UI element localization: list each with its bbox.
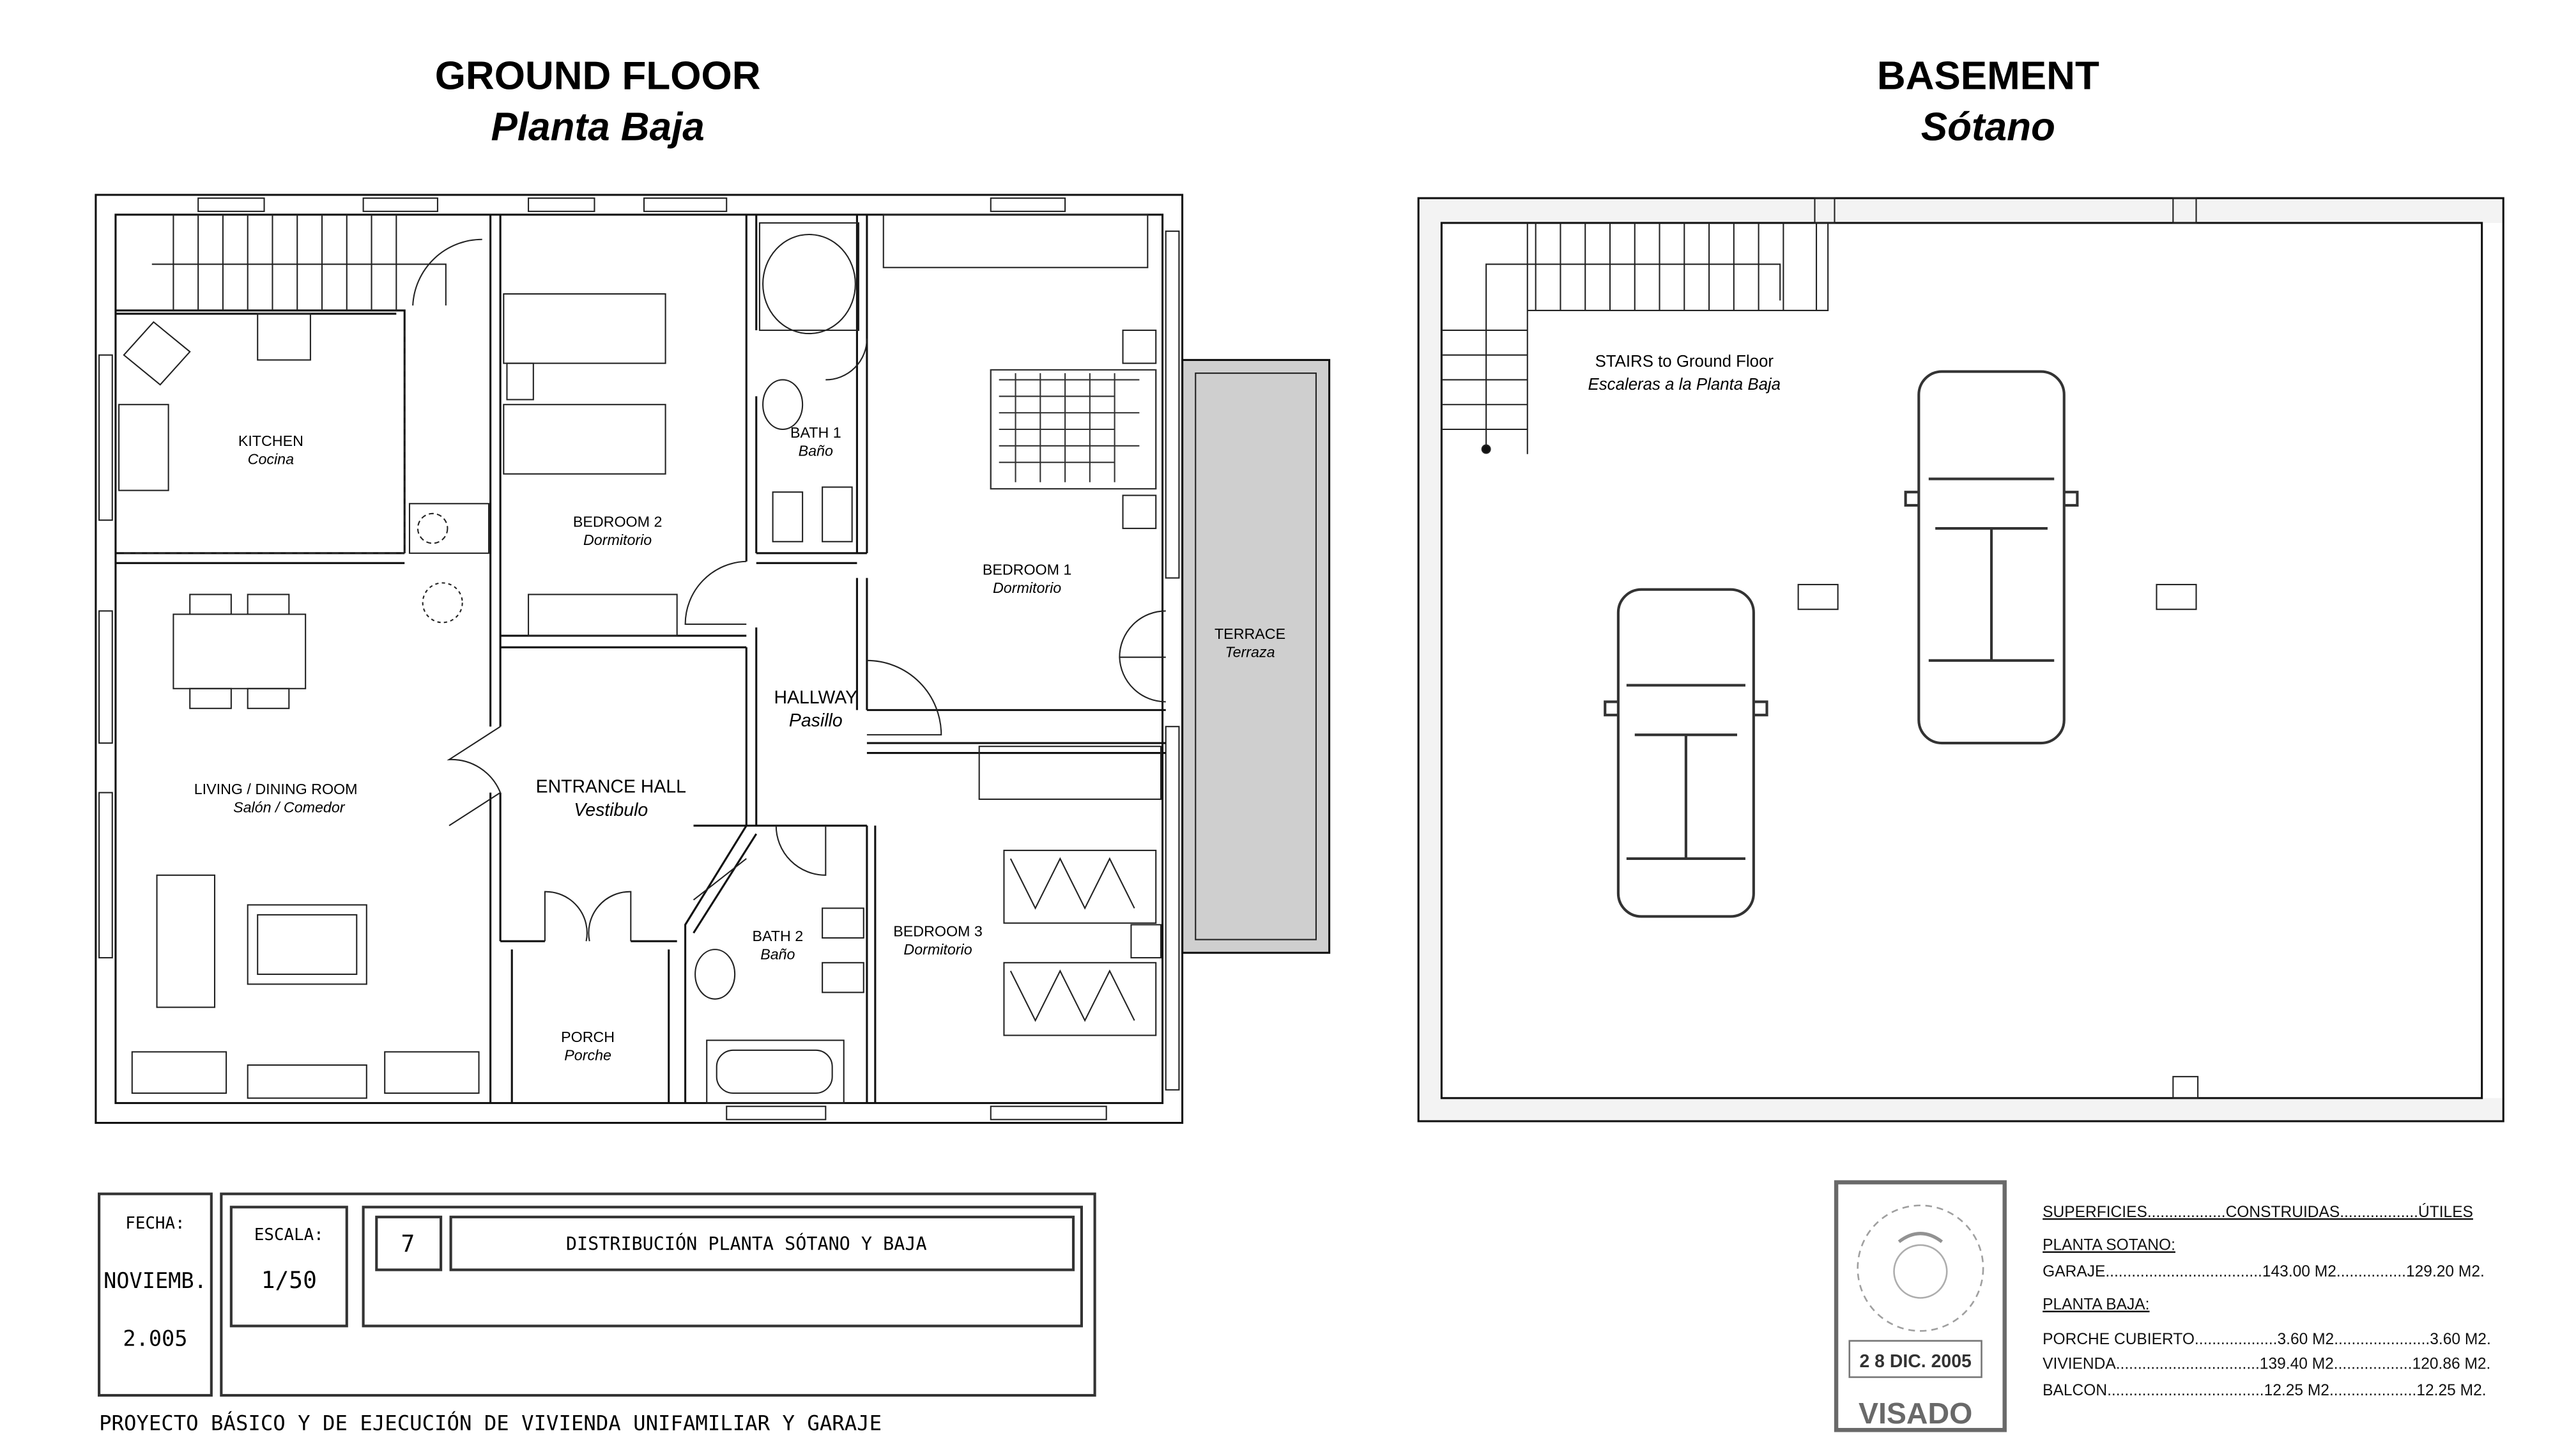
project-title: PROYECTO BÁSICO Y DE EJECUCIÓN DE VIVIEN… [99, 1410, 882, 1435]
areas-table: SUPERFICIES..................CONSTRUIDAS… [2043, 1204, 2491, 1399]
area-useful: 120.86 M2. [2412, 1356, 2491, 1373]
basement-stairs-icon [1441, 222, 1829, 454]
section-ground: PLANTA BAJA: [2043, 1296, 2149, 1314]
area-row-balcon: BALCON..................................… [2043, 1382, 2486, 1399]
date-year: 2.005 [123, 1326, 187, 1351]
columns [1797, 197, 2199, 1099]
stairs-icon [151, 214, 482, 310]
basement-title: BASEMENT [1877, 54, 2099, 98]
ground-floor-plan: KITCHEN Cocina BEDROOM 2 Dormitorio BATH… [95, 194, 1331, 1124]
car-icon [1904, 370, 2079, 745]
area-row-vivienda: VIVIENDA................................… [2043, 1356, 2490, 1373]
basement-plan: STAIRS to Ground Floor Escaleras a la Pl… [1417, 197, 2504, 1123]
area-sep: ...................... [2334, 1331, 2430, 1348]
area-built: 3.60 M2 [2278, 1331, 2334, 1348]
area-useful: 3.60 M2. [2430, 1331, 2491, 1348]
date-month: NOVIEMB. [103, 1268, 207, 1293]
room-label-entrance-hall: ENTRANCE HALL [536, 777, 686, 797]
interior-walls [115, 214, 1166, 1103]
area-label: PORCHE CUBIERTO................... [2043, 1331, 2277, 1348]
room-label-bedroom-1-es: Dormitorio [993, 579, 1061, 596]
ground-floor-subtitle: Planta Baja [491, 105, 704, 150]
room-label-bedroom-3: BEDROOM 3 [893, 923, 983, 939]
furniture [118, 213, 1162, 1104]
title-block: FECHA: NOVIEMB. 2.005 ESCALA: 1/50 7 DIS… [98, 1192, 1096, 1435]
terrace-area [1181, 358, 1331, 954]
room-label-hallway-es: Pasillo [789, 710, 843, 731]
room-label-bedroom-2-es: Dormitorio [583, 532, 652, 548]
area-label: GARAJE..................................… [2043, 1263, 2262, 1280]
sheet-number: 7 [401, 1230, 415, 1257]
area-sep: .................... [2329, 1382, 2416, 1399]
stamp-visado: VISADO [1859, 1397, 1972, 1430]
area-sep: .................. [2334, 1356, 2412, 1373]
date-label: FECHA: [125, 1214, 185, 1233]
room-label-porch: PORCH [561, 1029, 615, 1045]
room-labels: KITCHEN Cocina BEDROOM 2 Dormitorio BATH… [194, 424, 1285, 1063]
stairs-label: STAIRS to Ground Floor [1595, 353, 1774, 371]
room-label-entrance-hall-es: Vestibulo [574, 800, 648, 820]
room-label-living: LIVING / DINING ROOM [194, 781, 358, 797]
sheet-title: DISTRIBUCIÓN PLANTA SÓTANO Y BAJA [566, 1233, 927, 1255]
stamp-date: 2 8 DIC. 2005 [1859, 1351, 1972, 1372]
room-label-terrace-es: Terraza [1225, 644, 1275, 661]
area-built: 12.25 M2 [2264, 1382, 2329, 1399]
car-icon [1604, 588, 1768, 918]
exterior-wall-outer [95, 194, 1184, 1124]
area-label: BALCON..................................… [2043, 1382, 2264, 1399]
room-label-living-es: Salón / Comedor [233, 799, 346, 816]
section-basement: PLANTA SOTANO: [2043, 1237, 2175, 1254]
room-label-bedroom-1: BEDROOM 1 [983, 561, 1072, 578]
area-sep: ................ [2336, 1263, 2406, 1280]
scale-label: ESCALA: [254, 1225, 324, 1245]
doors [447, 338, 1166, 942]
area-useful: 129.20 M2. [2406, 1263, 2485, 1280]
areas-header: SUPERFICIES..................CONSTRUIDAS… [2043, 1204, 2473, 1221]
area-row-porche: PORCHE CUBIERTO...................3.60 M… [2043, 1331, 2491, 1348]
scale-value: 1/50 [261, 1266, 317, 1294]
area-label: VIVIENDA................................… [2043, 1356, 2260, 1373]
area-built: 139.40 M2 [2260, 1356, 2334, 1373]
room-label-bedroom-2: BEDROOM 2 [573, 513, 663, 530]
room-label-kitchen-es: Cocina [248, 450, 294, 467]
room-label-terrace: TERRACE [1215, 625, 1285, 642]
area-built: 143.00 M2 [2262, 1263, 2336, 1280]
exterior-wall-inner [114, 213, 1164, 1105]
area-useful: 12.25 M2. [2416, 1382, 2486, 1399]
basement-subtitle: Sótano [1921, 105, 2055, 150]
room-label-bedroom-3-es: Dormitorio [903, 941, 972, 958]
ground-floor-title: GROUND FLOOR [435, 54, 761, 98]
stairs-label-es: Escaleras a la Planta Baja [1588, 376, 1781, 394]
windows [98, 197, 1180, 1121]
room-label-bath-1: BATH 1 [790, 424, 841, 441]
room-label-bath-2: BATH 2 [753, 928, 804, 944]
room-label-hallway: HALLWAY [774, 687, 858, 708]
room-label-bath-2-es: Baño [760, 946, 795, 963]
room-label-porch-es: Porche [564, 1046, 611, 1063]
area-row-garaje: GARAJE..................................… [2043, 1263, 2485, 1280]
architects-seal-stamp: 2 8 DIC. 2005 VISADO [1834, 1180, 2007, 1432]
room-label-kitchen: KITCHEN [238, 433, 303, 449]
room-label-bath-1-es: Baño [799, 442, 833, 459]
